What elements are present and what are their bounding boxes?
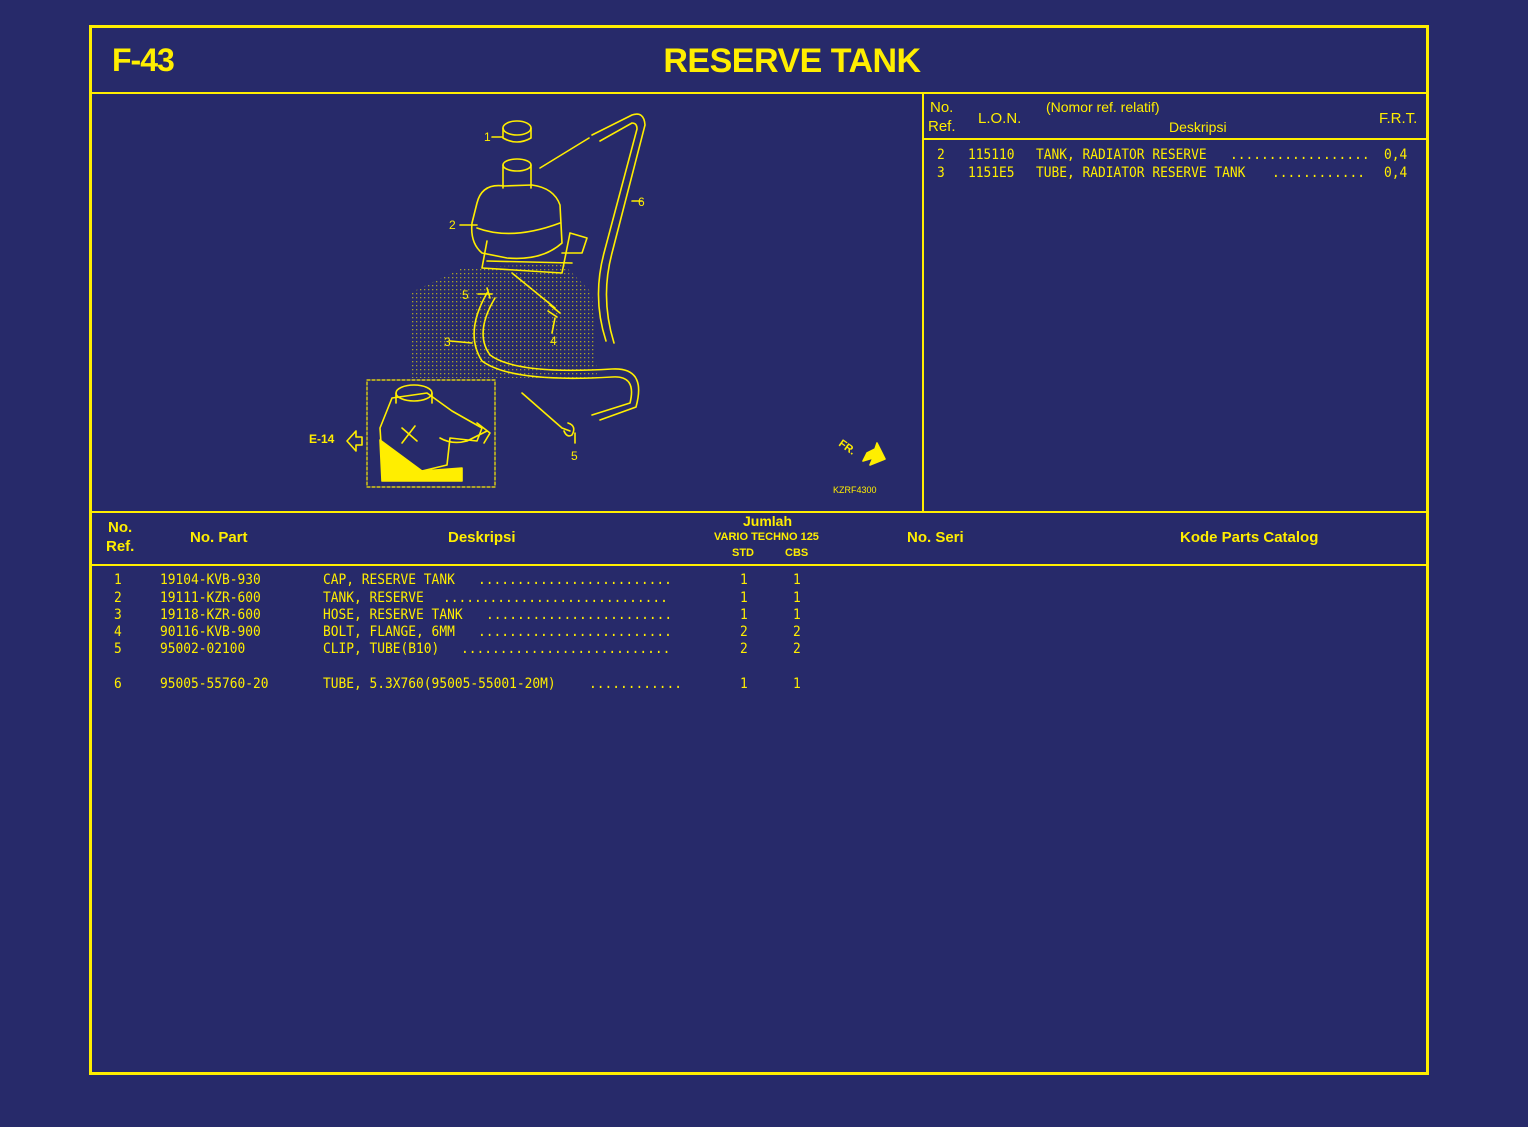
row-part-number: 19104-KVB-930 xyxy=(160,572,261,588)
page-code: F-43 xyxy=(112,42,175,78)
row-ref: 3 xyxy=(114,607,122,623)
row-part-number: 19118-KZR-600 xyxy=(160,607,261,623)
row-description: BOLT, FLANGE, 6MM xyxy=(323,624,455,640)
drawing-code: KZRF4300 xyxy=(833,485,877,495)
frt-row-value: 0,4 xyxy=(1384,147,1408,163)
frt-row-desc: TUBE, RADIATOR RESERVE TANK xyxy=(1036,165,1246,181)
row-leader: ............................. xyxy=(443,590,668,606)
ref-arrow-icon xyxy=(346,430,363,452)
row-leader: ........................ xyxy=(486,607,673,623)
row-std: 1 xyxy=(740,607,748,623)
callout-5-top: 5 xyxy=(462,288,469,302)
cap-part xyxy=(502,120,532,143)
row-ref: 6 xyxy=(114,676,122,692)
fr-label: FR. xyxy=(836,438,857,458)
row-std: 1 xyxy=(740,590,748,606)
frt-row-leader: .................. xyxy=(1230,147,1370,163)
row-part-number: 95002-02100 xyxy=(160,641,246,657)
frt-header-nomor: (Nomor ref. relatif) xyxy=(1046,99,1160,115)
frt-row-desc: TANK, RADIATOR RESERVE xyxy=(1036,147,1207,163)
parts-sheet: F-43 RESERVE TANK xyxy=(89,25,1429,1075)
parts-header-kode: Kode Parts Catalog xyxy=(1180,529,1319,546)
frt-row-ref: 3 xyxy=(937,165,945,181)
row-leader: ............ xyxy=(589,676,683,692)
callout-5-bottom: 5 xyxy=(571,449,578,463)
parts-header-jumlah: Jumlah xyxy=(743,513,793,529)
row-description: TUBE, 5.3X760(95005-55001-20M) xyxy=(323,676,556,692)
page-title: RESERVE TANK xyxy=(663,42,921,80)
row-ref: 2 xyxy=(114,590,122,606)
frt-row-lon: 1151E5 xyxy=(968,165,1015,181)
front-arrow-icon xyxy=(862,442,886,466)
row-leader: ........................... xyxy=(461,641,671,657)
row-cbs: 1 xyxy=(793,607,801,623)
parts-header-model: VARIO TECHNO 125 xyxy=(714,531,819,543)
frt-row-leader: ............ xyxy=(1272,165,1366,181)
row-leader: ......................... xyxy=(478,624,672,640)
tube-part xyxy=(591,113,646,344)
frt-header-ref: Ref. xyxy=(928,118,956,135)
frt-header-lon: L.O.N. xyxy=(978,110,1022,127)
row-cbs: 1 xyxy=(793,572,801,588)
parts-header-std: STD xyxy=(732,547,754,559)
diagram-bottom-divider xyxy=(92,511,1426,513)
row-part-number: 19111-KZR-600 xyxy=(160,590,261,606)
row-description: CAP, RESERVE TANK xyxy=(323,572,455,588)
row-cbs: 1 xyxy=(793,590,801,606)
callout-1: 1 xyxy=(484,130,491,144)
row-std: 1 xyxy=(740,572,748,588)
row-std: 2 xyxy=(740,624,748,640)
callout-3: 3 xyxy=(444,335,451,349)
parts-header-no-part: No. Part xyxy=(190,529,248,546)
frt-header-deskripsi: Deskripsi xyxy=(1169,119,1227,135)
callout-4: 4 xyxy=(550,334,557,348)
row-cbs: 2 xyxy=(793,624,801,640)
parts-header-no-seri: No. Seri xyxy=(907,529,964,546)
row-cbs: 1 xyxy=(793,676,801,692)
row-part-number: 95005-55760-20 xyxy=(160,676,269,692)
frt-row-lon: 115110 xyxy=(968,147,1015,163)
parts-header-divider xyxy=(92,564,1426,566)
row-std: 1 xyxy=(740,676,748,692)
row-part-number: 90116-KVB-900 xyxy=(160,624,261,640)
row-std: 2 xyxy=(740,641,748,657)
row-description: TANK, RESERVE xyxy=(323,590,424,606)
exploded-diagram: 1 2 6 5 3 4 5 E-14 FR. KZRF4300 xyxy=(309,113,886,495)
frt-row-value: 0,4 xyxy=(1384,165,1408,181)
callout-6: 6 xyxy=(638,195,645,209)
frt-header-divider xyxy=(922,138,1428,140)
hose-part xyxy=(473,292,640,421)
parts-header-ref: Ref. xyxy=(106,538,135,555)
tank-part xyxy=(470,158,588,274)
callout-2: 2 xyxy=(449,218,456,232)
frt-row-ref: 2 xyxy=(937,147,945,163)
row-ref: 4 xyxy=(114,624,122,640)
title-divider xyxy=(92,92,1426,94)
row-ref: 1 xyxy=(114,572,122,588)
parts-header-no: No. xyxy=(108,519,133,536)
row-ref: 5 xyxy=(114,641,122,657)
parts-header-cbs: CBS xyxy=(785,547,809,559)
row-description: HOSE, RESERVE TANK xyxy=(323,607,463,623)
diagram-divider xyxy=(922,93,924,511)
frt-header-frt: F.R.T. xyxy=(1379,110,1418,127)
e14-label: E-14 xyxy=(309,432,335,446)
row-cbs: 2 xyxy=(793,641,801,657)
inset-detail xyxy=(379,384,491,482)
parts-header-deskripsi: Deskripsi xyxy=(448,529,516,546)
row-description: CLIP, TUBE(B10) xyxy=(323,641,440,657)
row-leader: ......................... xyxy=(478,572,672,588)
frt-header-no: No. xyxy=(930,99,954,116)
